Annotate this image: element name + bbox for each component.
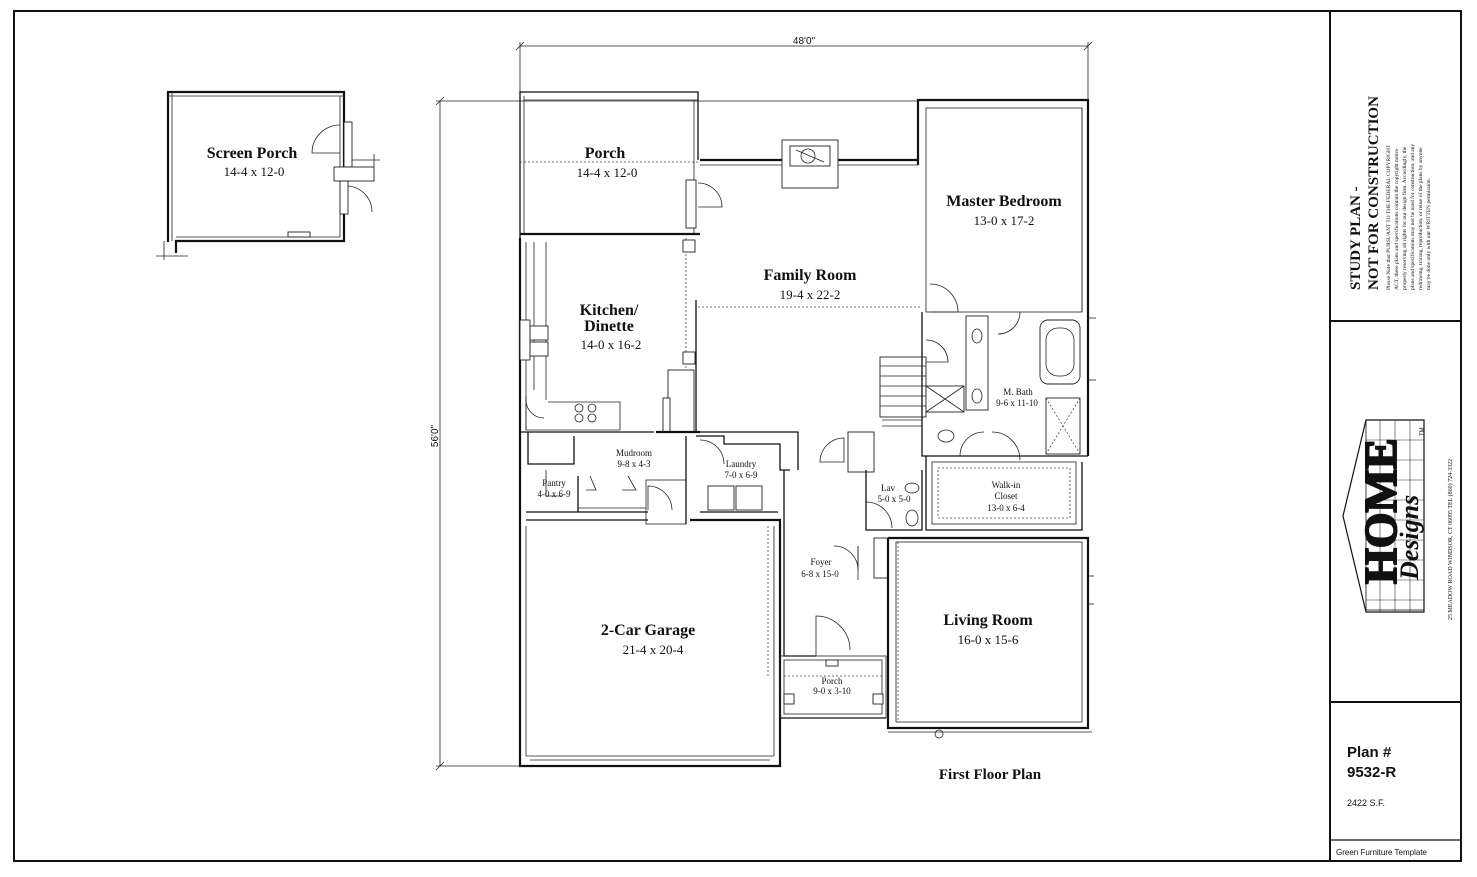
logo-tm: TM bbox=[1420, 427, 1426, 436]
family-room-walls bbox=[682, 139, 922, 370]
company-logo: HOME Designs TM 25 MEADOW ROAD WINDSOR, … bbox=[1342, 419, 1454, 620]
living-room-size: 16-0 x 15-6 bbox=[958, 632, 1019, 647]
lav-name: Lav bbox=[881, 483, 895, 493]
walkin-closet-size: 13-0 x 6-4 bbox=[987, 503, 1025, 513]
kitchen-name-line2: Dinette bbox=[584, 318, 634, 335]
rear-porch-size: 14-4 x 12-0 bbox=[577, 165, 638, 180]
screen-porch-size: 14-4 x 12-0 bbox=[224, 164, 285, 179]
mudroom-size: 9-8 x 4-3 bbox=[618, 459, 651, 469]
lav-size: 5-0 x 5-0 bbox=[878, 494, 911, 504]
living-room-name: Living Room bbox=[943, 612, 1033, 629]
square-footage: 2422 S.F. bbox=[1347, 798, 1385, 808]
front-porch-name: Porch bbox=[822, 676, 843, 686]
title-block-frame bbox=[1329, 10, 1462, 862]
master-bath-name: M. Bath bbox=[1003, 387, 1033, 397]
plan-number: 9532-R bbox=[1347, 764, 1396, 781]
screen-porch-walls bbox=[156, 90, 380, 260]
master-bath-walls bbox=[921, 312, 1088, 461]
foyer-walls bbox=[783, 470, 889, 657]
walkin-closet-name-line2: Closet bbox=[994, 491, 1018, 501]
plan-title: First Floor Plan bbox=[939, 767, 1042, 783]
walkin-closet-name-line1: Walk-in bbox=[992, 480, 1021, 490]
garage-size: 21-4 x 20-4 bbox=[623, 642, 684, 657]
mudroom-name: Mudroom bbox=[616, 448, 652, 458]
lav-walls bbox=[865, 470, 923, 531]
copyright-line-2: ACT, these plans and specifications cont… bbox=[1393, 148, 1400, 290]
pantry-name: Pantry bbox=[542, 478, 566, 488]
kitchen-walls bbox=[518, 238, 700, 520]
copyright-line-6: may be done only with our WRITTEN permis… bbox=[1426, 177, 1432, 290]
copyright-line-4: plans and specifications may not be used… bbox=[1409, 144, 1416, 290]
copyright-line-1: Please Note that PURSUANT TO THE FEDERAL… bbox=[1386, 144, 1392, 290]
screen-porch-name: Screen Porch bbox=[207, 145, 298, 162]
copyright-line-5: redrawing, tracing, reproduction, or reu… bbox=[1417, 147, 1424, 290]
study-plan-line1: STUDY PLAN - bbox=[1348, 186, 1364, 290]
overall-width-dimension: 48'0" bbox=[515, 36, 1093, 100]
front-porch-size: 9-0 x 3-10 bbox=[813, 686, 851, 696]
foyer-name: Foyer bbox=[811, 557, 832, 567]
family-room-name: Family Room bbox=[764, 267, 858, 284]
garage-walls bbox=[518, 518, 782, 768]
laundry-name: Laundry bbox=[726, 459, 757, 469]
master-bath-size: 9-6 x 11-10 bbox=[996, 398, 1038, 408]
living-room-walls bbox=[886, 536, 1094, 739]
rear-porch-walls bbox=[519, 91, 723, 238]
mudroom-pantry-laundry-walls bbox=[526, 432, 790, 525]
family-room-size: 19-4 x 22-2 bbox=[780, 287, 841, 302]
overall-depth-label: 56'0" bbox=[430, 424, 441, 447]
front-porch-walls bbox=[779, 655, 887, 719]
company-address: 25 MEADOW ROAD WINDSOR, CT 06095 TEL (86… bbox=[1447, 459, 1454, 620]
study-plan-line2: NOT FOR CONSTRUCTION bbox=[1366, 96, 1382, 290]
overall-depth-dimension: 56'0" bbox=[430, 96, 918, 771]
garage-name: 2-Car Garage bbox=[601, 622, 695, 639]
template-name: Green Furniture Template bbox=[1336, 848, 1428, 857]
walkin-closet-walls bbox=[925, 456, 1083, 531]
study-notice: STUDY PLAN - NOT FOR CONSTRUCTION Please… bbox=[1348, 96, 1432, 290]
master-bedroom-size: 13-0 x 17-2 bbox=[974, 213, 1035, 228]
logo-script-text: Designs bbox=[1395, 495, 1424, 581]
logo-home-text: HOME bbox=[1355, 438, 1406, 584]
sheet-border bbox=[13, 10, 1462, 862]
plan-number-label: Plan # bbox=[1347, 744, 1392, 761]
kitchen-name-line1: Kitchen/ bbox=[580, 302, 639, 319]
pantry-size: 4-0 x 6-9 bbox=[538, 489, 571, 499]
stair-and-hall bbox=[695, 300, 927, 473]
copyright-line-3: properly reserving all rights for our de… bbox=[1401, 146, 1408, 290]
kitchen-size: 14-0 x 16-2 bbox=[581, 337, 642, 352]
master-bedroom-walls bbox=[916, 98, 1096, 456]
master-bedroom-name: Master Bedroom bbox=[946, 193, 1062, 210]
overall-width-label: 48'0" bbox=[793, 36, 816, 47]
foyer-size: 6-8 x 15-0 bbox=[801, 569, 839, 579]
rear-porch-name: Porch bbox=[585, 145, 626, 162]
laundry-size: 7-0 x 6-9 bbox=[725, 470, 758, 480]
